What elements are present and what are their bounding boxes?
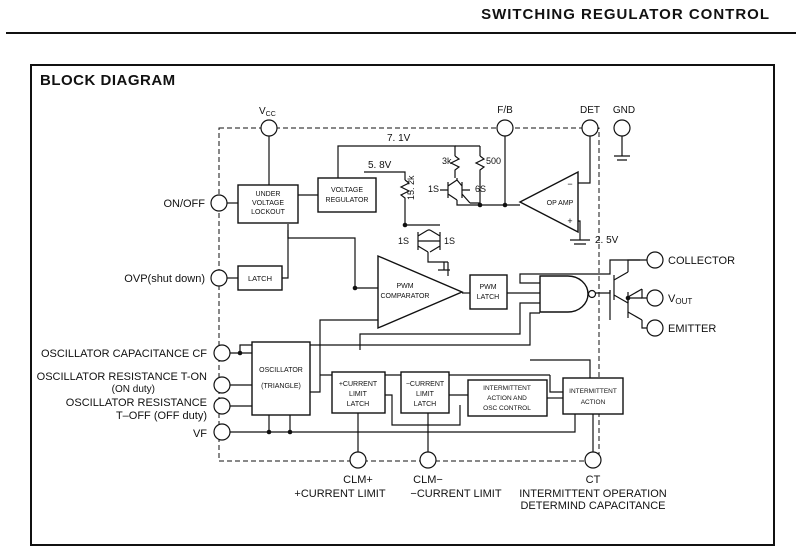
plus-current-limit-latch-block: +CURRENT LIMIT LATCH	[331, 371, 386, 414]
svg-text:−CURRENT: −CURRENT	[406, 381, 445, 388]
vcc-label: VCC	[259, 106, 276, 118]
svg-text:F/B: F/B	[497, 105, 513, 116]
svg-text:ACTION: ACTION	[581, 399, 606, 406]
svg-text:INTERMITTENT: INTERMITTENT	[483, 385, 531, 392]
svg-text:ON/OFF: ON/OFF	[163, 198, 205, 210]
svg-text:−: −	[567, 179, 572, 189]
fb-pin	[496, 119, 514, 137]
page-header-title: SWITCHING REGULATOR CONTROL	[481, 6, 770, 23]
svg-text:OSCILLATOR RESISTANCE: OSCILLATOR RESISTANCE	[66, 397, 207, 409]
svg-text:DET: DET	[580, 105, 600, 116]
svg-text:VOLTAGE: VOLTAGE	[252, 200, 284, 207]
svg-text:1S: 1S	[398, 236, 409, 246]
clm-plus-pin	[349, 451, 367, 469]
svg-text:(TRIANGLE): (TRIANGLE)	[261, 383, 301, 390]
svg-text:INTERMITTENT: INTERMITTENT	[569, 388, 617, 395]
svg-text:T–OFF (OFF duty): T–OFF (OFF duty)	[116, 410, 207, 422]
minus-current-limit-latch-block: −CURRENT LIMIT LATCH	[400, 371, 450, 414]
svg-text:UNDER: UNDER	[256, 191, 281, 198]
svg-text:CT: CT	[586, 474, 601, 486]
svg-text:LATCH: LATCH	[477, 294, 499, 301]
osc-cap-pin	[213, 344, 231, 362]
svg-text:OP AMP: OP AMP	[547, 200, 574, 207]
osc-res-on-pin	[213, 376, 231, 394]
collector-pin	[646, 251, 664, 269]
svg-text:INTERMITTENT OPERATION: INTERMITTENT OPERATION	[519, 488, 667, 500]
intermittent-control-block: INTERMITTENT ACTION AND OSC CONTROL	[467, 379, 548, 417]
ovp-pin	[210, 269, 228, 287]
svg-text:LIMIT: LIMIT	[349, 391, 368, 398]
svg-text:+CURRENT: +CURRENT	[339, 381, 378, 388]
pwm-comparator-block: PWM COMPARATOR	[377, 254, 464, 330]
oscillator-block: OSCILLATOR (TRIANGLE)	[251, 341, 311, 416]
svg-text:LIMIT: LIMIT	[416, 391, 435, 398]
svg-text:CLM−: CLM−	[413, 474, 443, 486]
op-amp-block: OP AMP − +	[518, 170, 579, 234]
svg-text:+CURRENT LIMIT: +CURRENT LIMIT	[294, 488, 385, 500]
svg-text:1S: 1S	[428, 184, 439, 194]
vcc-pin	[260, 119, 278, 137]
junction-dots	[237, 202, 631, 435]
svg-text:DETERMIND CAPACITANCE: DETERMIND CAPACITANCE	[520, 500, 665, 512]
section-title: BLOCK DIAGRAM	[40, 72, 176, 89]
svg-text:EMITTER: EMITTER	[668, 323, 716, 335]
svg-text:6S: 6S	[475, 184, 486, 194]
svg-text:LATCH: LATCH	[248, 274, 272, 283]
nand-gate	[539, 275, 597, 313]
svg-text:ACTION AND: ACTION AND	[487, 395, 527, 402]
svg-text:500: 500	[486, 156, 501, 166]
emitter-pin	[646, 319, 664, 337]
gnd-pin	[613, 119, 631, 137]
svg-text:REGULATOR: REGULATOR	[326, 197, 369, 204]
svg-text:5. 8V: 5. 8V	[368, 160, 392, 171]
osc-res-off-pin	[213, 397, 231, 415]
svg-text:PWM: PWM	[479, 284, 496, 291]
svg-text:LATCH: LATCH	[414, 401, 436, 408]
on-off-pin	[210, 194, 228, 212]
svg-text:2. 5V: 2. 5V	[595, 235, 619, 246]
svg-text:VOLTAGE: VOLTAGE	[331, 187, 363, 194]
vf-pin	[213, 423, 231, 441]
vout-pin	[646, 289, 664, 307]
svg-text:OVP(shut down): OVP(shut down)	[124, 273, 205, 285]
pwm-latch-block: PWM LATCH	[469, 274, 508, 310]
annotations: 7. 1V 5. 8V 15. 2k 3k 500 1S 6S 1S 1S 2.…	[368, 133, 619, 246]
svg-text:LOCKOUT: LOCKOUT	[251, 209, 286, 216]
svg-text:15. 2k: 15. 2k	[406, 175, 416, 200]
header-rule	[6, 32, 796, 34]
svg-text:COMPARATOR: COMPARATOR	[380, 293, 429, 300]
svg-text:+: +	[567, 216, 572, 226]
svg-text:OSCILLATOR RESISTANCE T-ON: OSCILLATOR RESISTANCE T-ON	[37, 371, 207, 383]
svg-text:(ON duty): (ON duty)	[112, 384, 155, 395]
ct-pin	[584, 451, 602, 469]
svg-text:PWM: PWM	[396, 283, 413, 290]
svg-text:3k: 3k	[442, 156, 452, 166]
svg-text:1S: 1S	[444, 236, 455, 246]
svg-text:OSCILLATOR CAPACITANCE CF: OSCILLATOR CAPACITANCE CF	[41, 348, 207, 360]
wires	[227, 136, 649, 452]
uvlo-block: UNDER VOLTAGE LOCKOUT	[237, 184, 299, 224]
vout-label: VOUT	[668, 293, 692, 306]
clm-minus-pin	[419, 451, 437, 469]
svg-text:OSC CONTROL: OSC CONTROL	[483, 405, 531, 412]
intermittent-action-block: INTERMITTENT ACTION	[562, 377, 624, 415]
diagram-frame	[30, 64, 775, 546]
svg-text:CLM+: CLM+	[343, 474, 373, 486]
voltage-regulator-block: VOLTAGE REGULATOR	[317, 177, 377, 213]
latch-block: LATCH	[237, 265, 283, 291]
svg-text:VF: VF	[193, 428, 207, 440]
svg-text:LATCH: LATCH	[347, 401, 369, 408]
det-pin	[581, 119, 599, 137]
svg-text:OSCILLATOR: OSCILLATOR	[259, 367, 303, 374]
svg-text:−CURRENT LIMIT: −CURRENT LIMIT	[410, 488, 501, 500]
pin-labels: VCC F/B DET GND ON/OFF OVP(shut down) OS…	[37, 105, 735, 512]
svg-text:COLLECTOR: COLLECTOR	[668, 255, 735, 267]
ic-outline	[218, 127, 600, 462]
svg-text:7. 1V: 7. 1V	[387, 133, 411, 144]
svg-text:GND: GND	[613, 105, 635, 116]
